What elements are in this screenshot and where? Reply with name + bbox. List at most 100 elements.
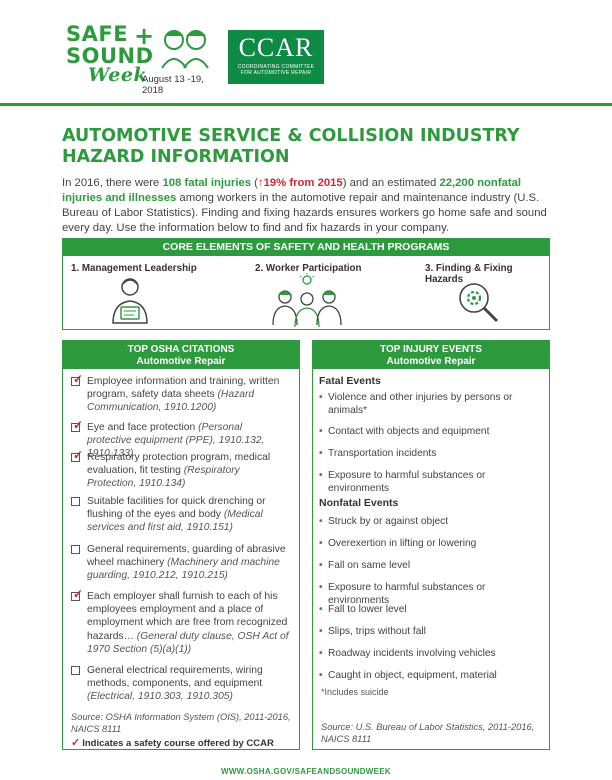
fatal-event-item: •Exposure to harmful substances or envir… — [319, 469, 543, 495]
osha-citations-header: TOP OSHA CITATIONS Automotive Repair — [63, 341, 299, 369]
core-elements-box: CORE ELEMENTS OF SAFETY AND HEALTH PROGR… — [62, 238, 550, 330]
osha-citations-panel: TOP OSHA CITATIONS Automotive Repair ✓ E… — [62, 340, 300, 750]
nonfatal-event-item: •Exposure to harmful substances or envir… — [319, 581, 543, 607]
citation-text: Employee information and training, writt… — [87, 376, 280, 401]
bullet-icon: • — [319, 626, 323, 637]
bullet-icon: • — [319, 470, 323, 481]
red-check-icon: ✓ — [73, 587, 84, 601]
bullet-icon: • — [319, 648, 323, 659]
checkbox-icon: ✓ — [71, 373, 83, 386]
osha-citations-subtitle: Automotive Repair — [136, 356, 226, 367]
logo-dates: August 13 -19, 2018 — [142, 74, 204, 96]
citation-reference: (Electrical, 1910.303, 1910.305) — [87, 691, 233, 703]
fatal-injuries-stat: 108 fatal injuries — [162, 177, 252, 189]
injury-events-header: TOP INJURY EVENTS Automotive Repair — [313, 341, 549, 369]
page-title: AUTOMOTIVE SERVICE & COLLISION INDUSTRY … — [62, 126, 562, 168]
nonfatal-event-item: • Overexertion in lifting or lowering — [319, 537, 543, 550]
bullet-icon: • — [319, 516, 323, 527]
nonfatal-event-item: •Caught in object, equipment, material — [319, 669, 543, 682]
nonfatal-event-item: • Fall on same level — [319, 559, 543, 572]
citation-reference: (Respiratory Protection, 1910.134) — [87, 465, 240, 490]
citation-item: ✓ Eye and face protection (Personal prot… — [71, 419, 289, 461]
checkbox-icon — [71, 545, 80, 554]
nonfatal-event-item: • Struck by or against object — [319, 515, 543, 528]
worker-group-icon — [272, 273, 342, 327]
nonfatal-event-item: • Fall to lower level — [319, 603, 543, 616]
logo-plus-text: + — [134, 22, 155, 50]
bullet-icon: • — [319, 392, 323, 403]
citation-reference: (Machinery and machine guarding, 1910.21… — [87, 557, 280, 582]
bullet-icon: • — [319, 582, 323, 593]
checkbox-icon — [71, 666, 80, 675]
intro-text-4: among workers in the automotive repair a… — [62, 192, 547, 234]
osha-citations-title: TOP OSHA CITATIONS — [127, 344, 235, 355]
intro-text-2: ( — [251, 177, 258, 189]
fatal-event-text: Transportation incidents — [328, 448, 437, 459]
bullet-icon: • — [319, 604, 323, 615]
red-check-icon: ✓ — [73, 372, 84, 386]
citation-text: Respiratory protection program, medical … — [87, 452, 271, 477]
nonfatal-event-text: Fall to lower level — [328, 604, 407, 615]
suicide-footnote: *Includes suicide — [321, 687, 389, 697]
fatal-event-item: • Violence and other injuries by persons … — [319, 391, 543, 417]
red-check-icon: ✓ — [73, 448, 84, 462]
citation-text: Suitable facilities for quick drenching … — [87, 496, 266, 521]
bullet-icon: • — [319, 538, 323, 549]
logo-week-text: Week — [88, 64, 148, 86]
nonfatal-event-text: Caught in object, equipment, material — [328, 670, 497, 681]
citation-text: Each employer shall furnish to each of h… — [87, 591, 288, 642]
core-elements-header: CORE ELEMENTS OF SAFETY AND HEALTH PROGR… — [63, 239, 549, 256]
page-title-line2: HAZARD INFORMATION — [62, 147, 290, 167]
workers-illustration-icon — [161, 30, 209, 69]
nonfatal-event-text: Roadway incidents involving vehicles — [328, 648, 496, 659]
citation-reference: (General duty clause, OSH Act of 1970 Se… — [87, 630, 289, 655]
red-check-icon: ✓ — [73, 418, 84, 432]
core-item-finding-fixing-hazards: 3. Finding & Fixing Hazards — [425, 263, 513, 285]
nonfatal-event-text: Struck by or against object — [328, 516, 449, 527]
fatal-event-text: Violence and other injuries by persons o… — [328, 392, 513, 416]
nonfatal-event-item: • Roadway incidents involving vehicles — [319, 647, 543, 660]
bullet-icon: • — [319, 448, 323, 459]
core-item-management-leadership: 1. Management Leadership — [71, 263, 197, 274]
ccar-course-legend-text: Indicates a safety course offered by CCA… — [82, 738, 274, 749]
nonfatal-event-item: • Slips, trips without fall — [319, 625, 543, 638]
injury-events-panel: TOP INJURY EVENTS Automotive Repair Fata… — [312, 340, 550, 750]
citations-source: Source: OSHA Information System (OIS), 2… — [71, 712, 291, 734]
magnifier-hazard-icon — [459, 283, 499, 323]
intro-text-1: In 2016, there were — [62, 177, 163, 189]
nonfatal-event-text: Fall on same level — [328, 560, 411, 571]
fatal-increase-stat: ↑19% from 2015 — [257, 177, 343, 189]
citation-text: General electrical requirements, wiring … — [87, 665, 263, 690]
citation-item: ✓ Respiratory protection program, medica… — [71, 449, 289, 491]
red-check-icon: ✓ — [71, 737, 81, 749]
bullet-icon: • — [319, 560, 323, 571]
fatal-event-item: • Transportation incidents — [319, 447, 543, 460]
citation-item: General requirements, guarding of abrasi… — [71, 543, 289, 583]
footer-website-link[interactable]: WWW.OSHA.GOV/SAFEANDSOUNDWEEK — [220, 767, 392, 776]
intro-text-3: ) and an estimated — [342, 177, 440, 189]
checkbox-icon — [71, 497, 80, 506]
ccar-course-legend: ✓Indicates a safety course offered by CC… — [71, 736, 274, 749]
nonfatal-injuries-stat: 22,200 nonfatal injuries and illnesses — [62, 177, 522, 204]
nonfatal-event-text: Slips, trips without fall — [328, 626, 426, 637]
citation-reference: (Medical services and first aid, 1910.15… — [87, 509, 263, 534]
injury-events-title: TOP INJURY EVENTS — [380, 344, 482, 355]
injury-events-subtitle: Automotive Repair — [386, 356, 476, 367]
citation-item: Suitable facilities for quick drenching … — [71, 495, 289, 535]
fatal-event-item: •Contact with objects and equipment — [319, 425, 543, 438]
manager-icon — [112, 278, 148, 324]
intro-paragraph: In 2016, there were 108 fatal injuries (… — [62, 176, 554, 236]
citation-reference: (Hazard Communication, 1910.1200) — [87, 389, 255, 414]
checkbox-icon: ✓ — [71, 419, 83, 432]
checkbox-icon: ✓ — [71, 449, 83, 462]
citation-item: General electrical requirements, wiring … — [71, 664, 289, 704]
page-title-line1: AUTOMOTIVE SERVICE & COLLISION INDUSTRY — [62, 126, 520, 146]
logo-safe-text: SAFE — [66, 22, 129, 46]
ccar-logo-name: CCAR — [238, 33, 314, 62]
safe-and-sound-week-logo: SAFE + SOUND Week August 13 -19, 2018 — [66, 22, 226, 96]
nonfatal-event-text: Overexertion in lifting or lowering — [328, 538, 477, 549]
nonfatal-events-heading: Nonfatal Events — [319, 497, 399, 509]
citation-text: Eye and face protection — [87, 422, 199, 433]
bullet-icon: • — [319, 426, 323, 437]
ccar-logo-line2: FOR AUTOMOTIVE REPAIR — [240, 70, 312, 76]
